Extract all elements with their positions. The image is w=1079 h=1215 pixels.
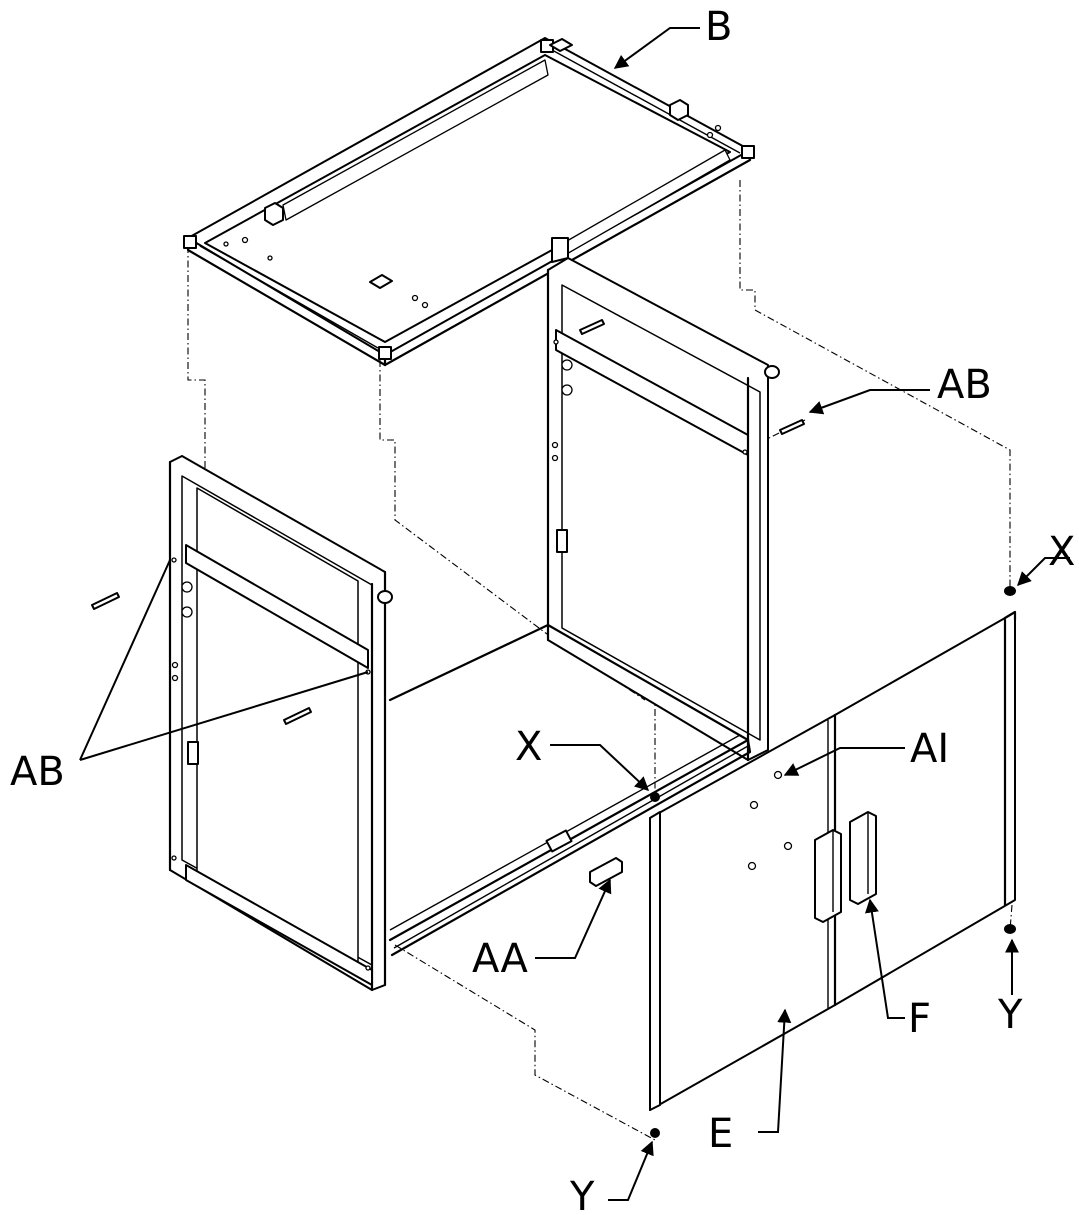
label-x-mid: X bbox=[515, 724, 542, 770]
top-frame bbox=[183, 37, 755, 367]
left-side-frame bbox=[168, 455, 393, 992]
label-ab-left: AB bbox=[10, 749, 65, 795]
label-f: F bbox=[908, 996, 931, 1042]
label-e: E bbox=[708, 1111, 733, 1157]
label-x-right: X bbox=[1048, 529, 1075, 575]
right-side-frame bbox=[546, 237, 780, 762]
callout-leaders bbox=[79, 27, 1070, 1201]
magnetic-catch bbox=[589, 857, 623, 887]
label-y-bottom: Y bbox=[569, 1174, 595, 1215]
label-ai: AI bbox=[910, 726, 949, 772]
door-handles bbox=[747, 770, 877, 923]
label-y-right: Y bbox=[997, 992, 1023, 1038]
bottom-frame bbox=[388, 623, 752, 957]
part-labels: B AB AB X X AI AA F Y E Y bbox=[10, 4, 1075, 1215]
label-b: B bbox=[705, 4, 732, 50]
label-aa: AA bbox=[472, 936, 528, 982]
screws bbox=[91, 319, 805, 725]
label-ab-top: AB bbox=[937, 362, 992, 408]
